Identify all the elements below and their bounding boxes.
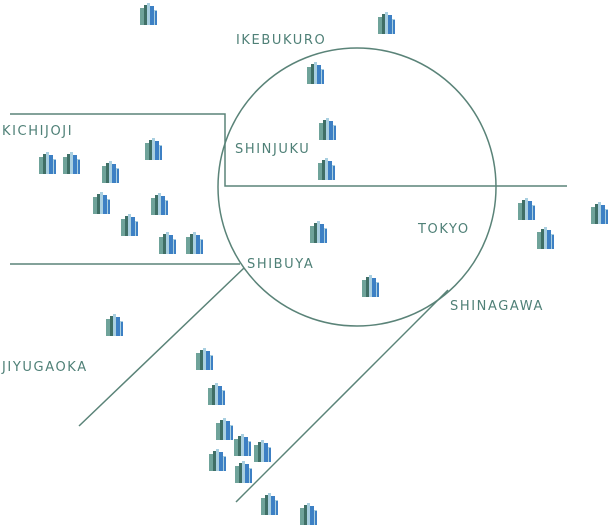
building-icon — [235, 461, 252, 483]
building-icon — [261, 493, 278, 515]
building-icon — [145, 138, 162, 160]
building-icon — [216, 418, 233, 440]
station-label-jiyugaoka: JIYUGAOKA — [2, 360, 88, 375]
building-icon — [159, 232, 176, 254]
station-label-tokyo: TOKYO — [418, 222, 470, 237]
building-icon — [102, 161, 119, 183]
chuo-line — [10, 113, 567, 187]
building-icon — [121, 214, 138, 236]
building-icon — [208, 383, 225, 405]
building-icon — [234, 434, 251, 456]
station-label-shinjuku: SHINJUKU — [235, 142, 311, 157]
building-icon — [318, 158, 335, 180]
building-icon — [537, 227, 554, 249]
building-icon — [362, 275, 379, 297]
building-icon — [151, 193, 168, 215]
building-icon — [63, 152, 80, 174]
building-icons — [39, 3, 608, 525]
building-icon — [591, 202, 608, 224]
building-icon — [378, 12, 395, 34]
building-icon — [106, 314, 123, 336]
toyoko-line — [78, 267, 245, 427]
building-icon — [39, 152, 56, 174]
building-icon — [140, 3, 157, 25]
building-icon — [310, 221, 327, 243]
station-label-ikebukuro: IKEBUKURO — [236, 33, 327, 48]
building-icon — [93, 192, 110, 214]
station-label-shinagawa: SHINAGAWA — [450, 299, 544, 314]
yamanote-loop-line — [217, 47, 497, 327]
tokaido-line — [235, 289, 449, 503]
building-icon — [300, 503, 317, 525]
building-icon — [319, 118, 336, 140]
building-icon — [186, 232, 203, 254]
station-label-shibuya: SHIBUYA — [247, 257, 315, 272]
building-icon — [307, 62, 324, 84]
building-icon — [196, 348, 213, 370]
building-icon — [518, 198, 535, 220]
station-label-kichijoji: KICHIJOJI — [2, 124, 74, 139]
building-icon — [254, 440, 271, 462]
building-icon — [209, 449, 226, 471]
